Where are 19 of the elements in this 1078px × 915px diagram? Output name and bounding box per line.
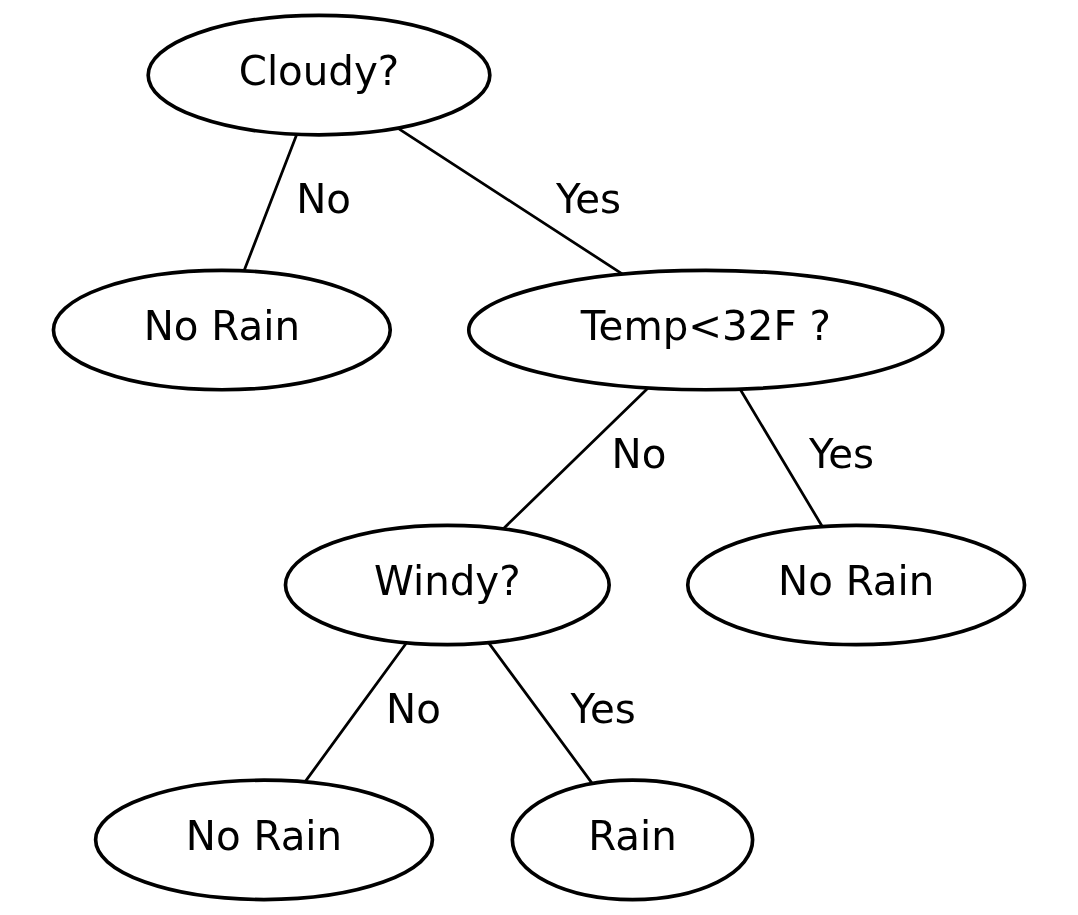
connector xyxy=(502,387,649,530)
node-ellipse: No Rain xyxy=(685,523,1027,647)
edge-label: Yes xyxy=(570,685,636,733)
connector xyxy=(242,134,298,272)
connector xyxy=(487,642,594,785)
node-ellipse: Cloudy? xyxy=(146,13,492,137)
node-ellipse: Rain xyxy=(510,778,755,902)
edge-label: Yes xyxy=(808,430,875,478)
edge-label: Yes xyxy=(555,175,622,223)
node-ellipse: No Rain xyxy=(51,268,393,392)
connector xyxy=(739,388,823,527)
edge-label: No xyxy=(611,430,667,478)
edge-label: No xyxy=(385,685,441,733)
node-ellipse: Windy? xyxy=(283,523,611,647)
edge-label: No xyxy=(296,175,352,223)
node-ellipse: No Rain xyxy=(93,778,435,902)
node-ellipse: Temp<32F ? xyxy=(466,268,945,392)
connector xyxy=(303,642,408,783)
connector xyxy=(397,126,624,276)
